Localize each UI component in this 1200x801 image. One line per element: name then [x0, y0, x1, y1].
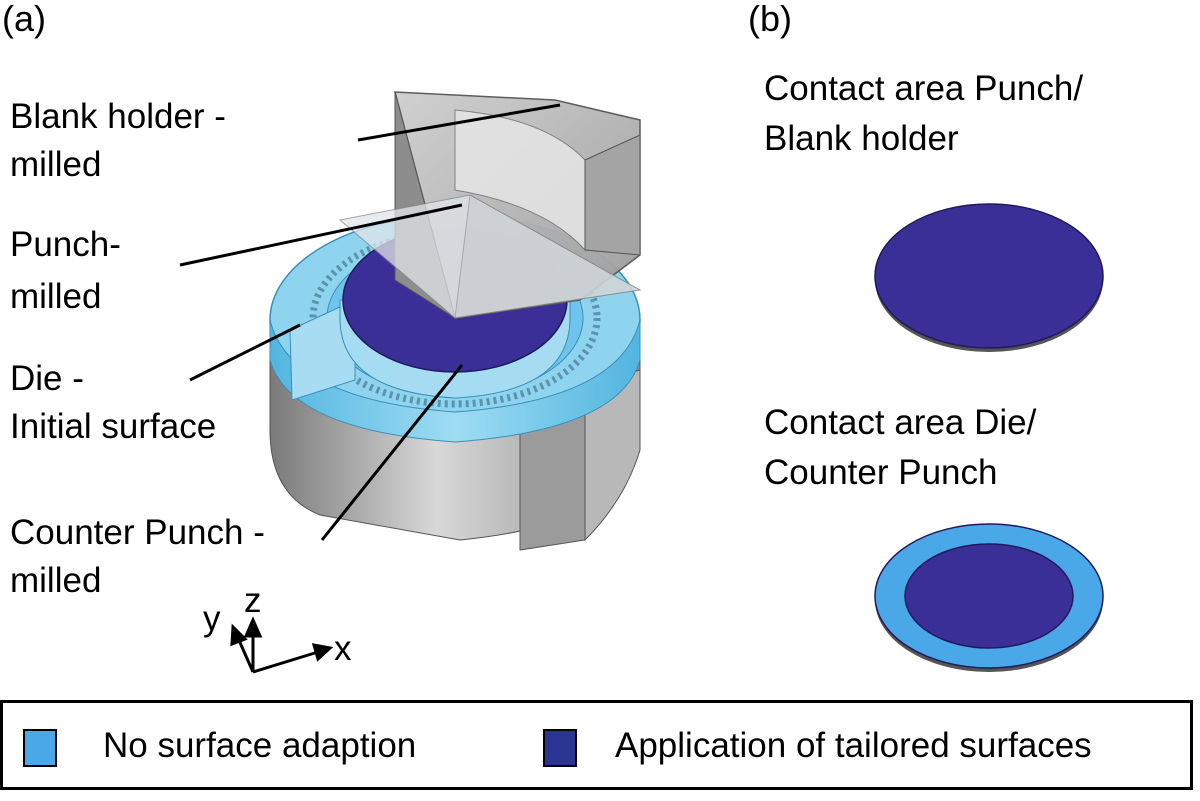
leader-punch — [179, 203, 463, 267]
axis-x-arrow — [252, 650, 319, 674]
leader-counter-punch — [320, 364, 464, 541]
axis-label-z: z — [244, 581, 262, 620]
coordinate-axes — [230, 616, 334, 674]
contact-area-punch-disc — [874, 203, 1104, 352]
label-contact-punch-line1: Contact area Punch/ — [764, 69, 1084, 108]
tool-assembly-figure — [179, 91, 1104, 674]
legend-label-no-adaption: No surface adaption — [103, 726, 417, 765]
legend-label-tailored: Application of tailored surfaces — [615, 726, 1092, 765]
label-punch-line2: milled — [10, 277, 102, 316]
panel-label-b: (b) — [748, 0, 792, 39]
label-die-line1: Die - — [10, 359, 84, 398]
label-contact-die-line2: Counter Punch — [764, 453, 998, 492]
panel-label-a: (a) — [2, 0, 46, 39]
axis-label-x: x — [334, 629, 352, 668]
label-counter-punch-line2: milled — [10, 561, 102, 600]
label-punch-line1: Punch- — [10, 225, 121, 264]
label-counter-punch-line1: Counter Punch - — [10, 513, 265, 552]
label-blank-holder-line1: Blank holder - — [10, 97, 226, 136]
legend-swatch-no-adaption — [23, 729, 57, 767]
label-die-line2: Initial surface — [10, 407, 217, 446]
contact-area-die-disc — [874, 523, 1104, 672]
leader-blank-holder — [357, 103, 561, 142]
label-contact-die-line1: Contact area Die/ — [764, 403, 1037, 442]
legend-box: No surface adaption Application of tailo… — [0, 700, 1193, 790]
legend-swatch-tailored — [543, 729, 577, 767]
label-blank-holder-line2: milled — [10, 145, 102, 184]
punch — [338, 194, 642, 319]
leader-die — [189, 323, 301, 382]
axis-y-arrow — [236, 637, 255, 673]
label-contact-punch-line2: Blank holder — [764, 119, 959, 158]
axis-label-y: y — [203, 599, 221, 638]
leader-lines — [179, 103, 561, 541]
